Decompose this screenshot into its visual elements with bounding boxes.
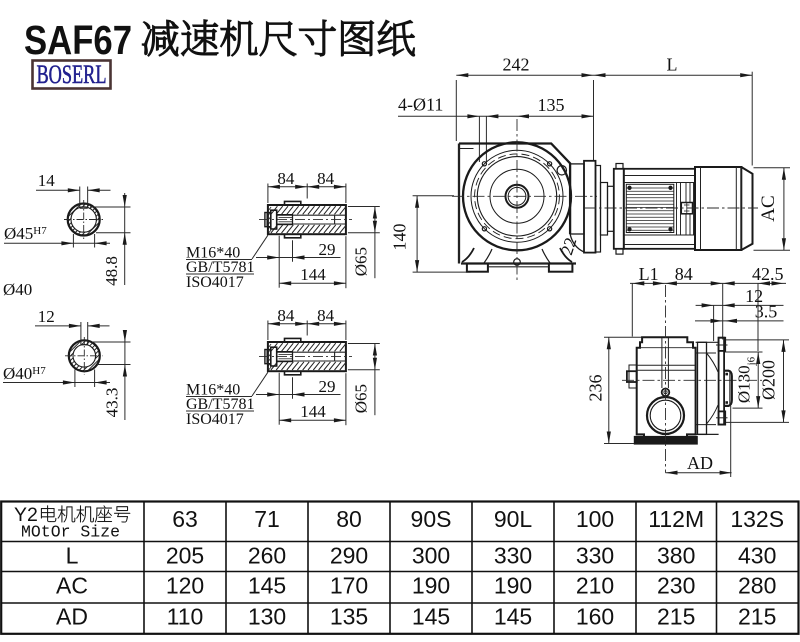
svg-text:242: 242	[503, 55, 530, 75]
svg-text:145: 145	[248, 573, 286, 599]
svg-text:Ø130j6: Ø130j6	[735, 356, 758, 403]
svg-text:135: 135	[330, 604, 368, 630]
svg-text:90L: 90L	[494, 506, 533, 532]
svg-text:12: 12	[38, 307, 55, 326]
svg-text:80: 80	[336, 506, 362, 532]
svg-text:145: 145	[412, 604, 450, 630]
svg-text:63: 63	[172, 506, 198, 532]
svg-text:BOSERL: BOSERL	[37, 60, 107, 89]
svg-text:14: 14	[38, 171, 56, 190]
svg-text:280: 280	[738, 573, 776, 599]
svg-text:71: 71	[254, 506, 280, 532]
svg-text:330: 330	[576, 543, 614, 569]
svg-text:84: 84	[317, 306, 335, 325]
svg-text:84: 84	[317, 169, 335, 188]
svg-text:L: L	[66, 543, 79, 569]
svg-text:100: 100	[576, 506, 614, 532]
svg-text:MOtOr Size: MOtOr Size	[21, 523, 120, 542]
svg-text:ISO4017: ISO4017	[186, 411, 244, 428]
svg-text:SAF67: SAF67	[24, 17, 132, 63]
svg-text:48.8: 48.8	[102, 256, 121, 286]
svg-text:M16*40: M16*40	[186, 245, 240, 262]
svg-text:42.5: 42.5	[752, 264, 784, 284]
svg-text:AD: AD	[56, 604, 88, 630]
svg-text:4-Ø11: 4-Ø11	[398, 95, 443, 115]
svg-text:29: 29	[319, 377, 336, 396]
svg-text:205: 205	[166, 543, 204, 569]
svg-text:AD: AD	[687, 453, 713, 473]
svg-text:135: 135	[538, 95, 565, 115]
svg-text:90S: 90S	[411, 506, 452, 532]
svg-text:Y2: Y2	[14, 504, 38, 526]
svg-text:L: L	[667, 55, 678, 75]
svg-text:3.5: 3.5	[755, 301, 778, 321]
svg-text:84: 84	[675, 264, 693, 284]
svg-text:GB/T5781: GB/T5781	[186, 259, 254, 276]
svg-text:Ø40: Ø40	[3, 280, 32, 299]
svg-text:29: 29	[319, 240, 336, 259]
svg-text:380: 380	[657, 543, 695, 569]
svg-text:300: 300	[412, 543, 450, 569]
svg-text:12: 12	[745, 286, 763, 306]
svg-text:AC: AC	[758, 195, 779, 221]
svg-text:84: 84	[277, 306, 295, 325]
svg-text:43.3: 43.3	[102, 388, 121, 418]
svg-text:112M: 112M	[648, 506, 704, 532]
svg-text:236: 236	[586, 375, 606, 402]
svg-text:330: 330	[494, 543, 532, 569]
svg-text:210: 210	[576, 573, 614, 599]
svg-text:110: 110	[167, 604, 204, 630]
svg-text:M16*40: M16*40	[186, 382, 240, 399]
svg-text:230: 230	[657, 573, 695, 599]
svg-text:215: 215	[738, 604, 776, 630]
svg-text:145: 145	[494, 604, 532, 630]
svg-text:430: 430	[738, 543, 776, 569]
svg-text:Ø65: Ø65	[352, 247, 371, 276]
svg-text:190: 190	[412, 573, 450, 599]
svg-text:130: 130	[248, 604, 286, 630]
svg-text:GB/T5781: GB/T5781	[186, 396, 254, 413]
svg-text:290: 290	[330, 543, 368, 569]
svg-text:170: 170	[330, 573, 368, 599]
svg-text:L1: L1	[639, 264, 659, 284]
svg-text:120: 120	[166, 573, 204, 599]
svg-text:ISO4017: ISO4017	[186, 274, 244, 291]
svg-text:140: 140	[390, 224, 410, 251]
svg-text:144: 144	[300, 402, 326, 421]
svg-text:190: 190	[494, 573, 532, 599]
svg-text:215: 215	[657, 604, 695, 630]
svg-text:84: 84	[277, 169, 295, 188]
svg-text:132S: 132S	[730, 506, 784, 532]
svg-text:160: 160	[576, 604, 614, 630]
svg-text:260: 260	[248, 543, 286, 569]
svg-text:22: 22	[557, 235, 580, 257]
svg-text:Ø65: Ø65	[352, 384, 371, 413]
svg-text:AC: AC	[56, 573, 88, 599]
svg-text:144: 144	[300, 265, 326, 284]
svg-text:Ø200: Ø200	[759, 360, 779, 400]
